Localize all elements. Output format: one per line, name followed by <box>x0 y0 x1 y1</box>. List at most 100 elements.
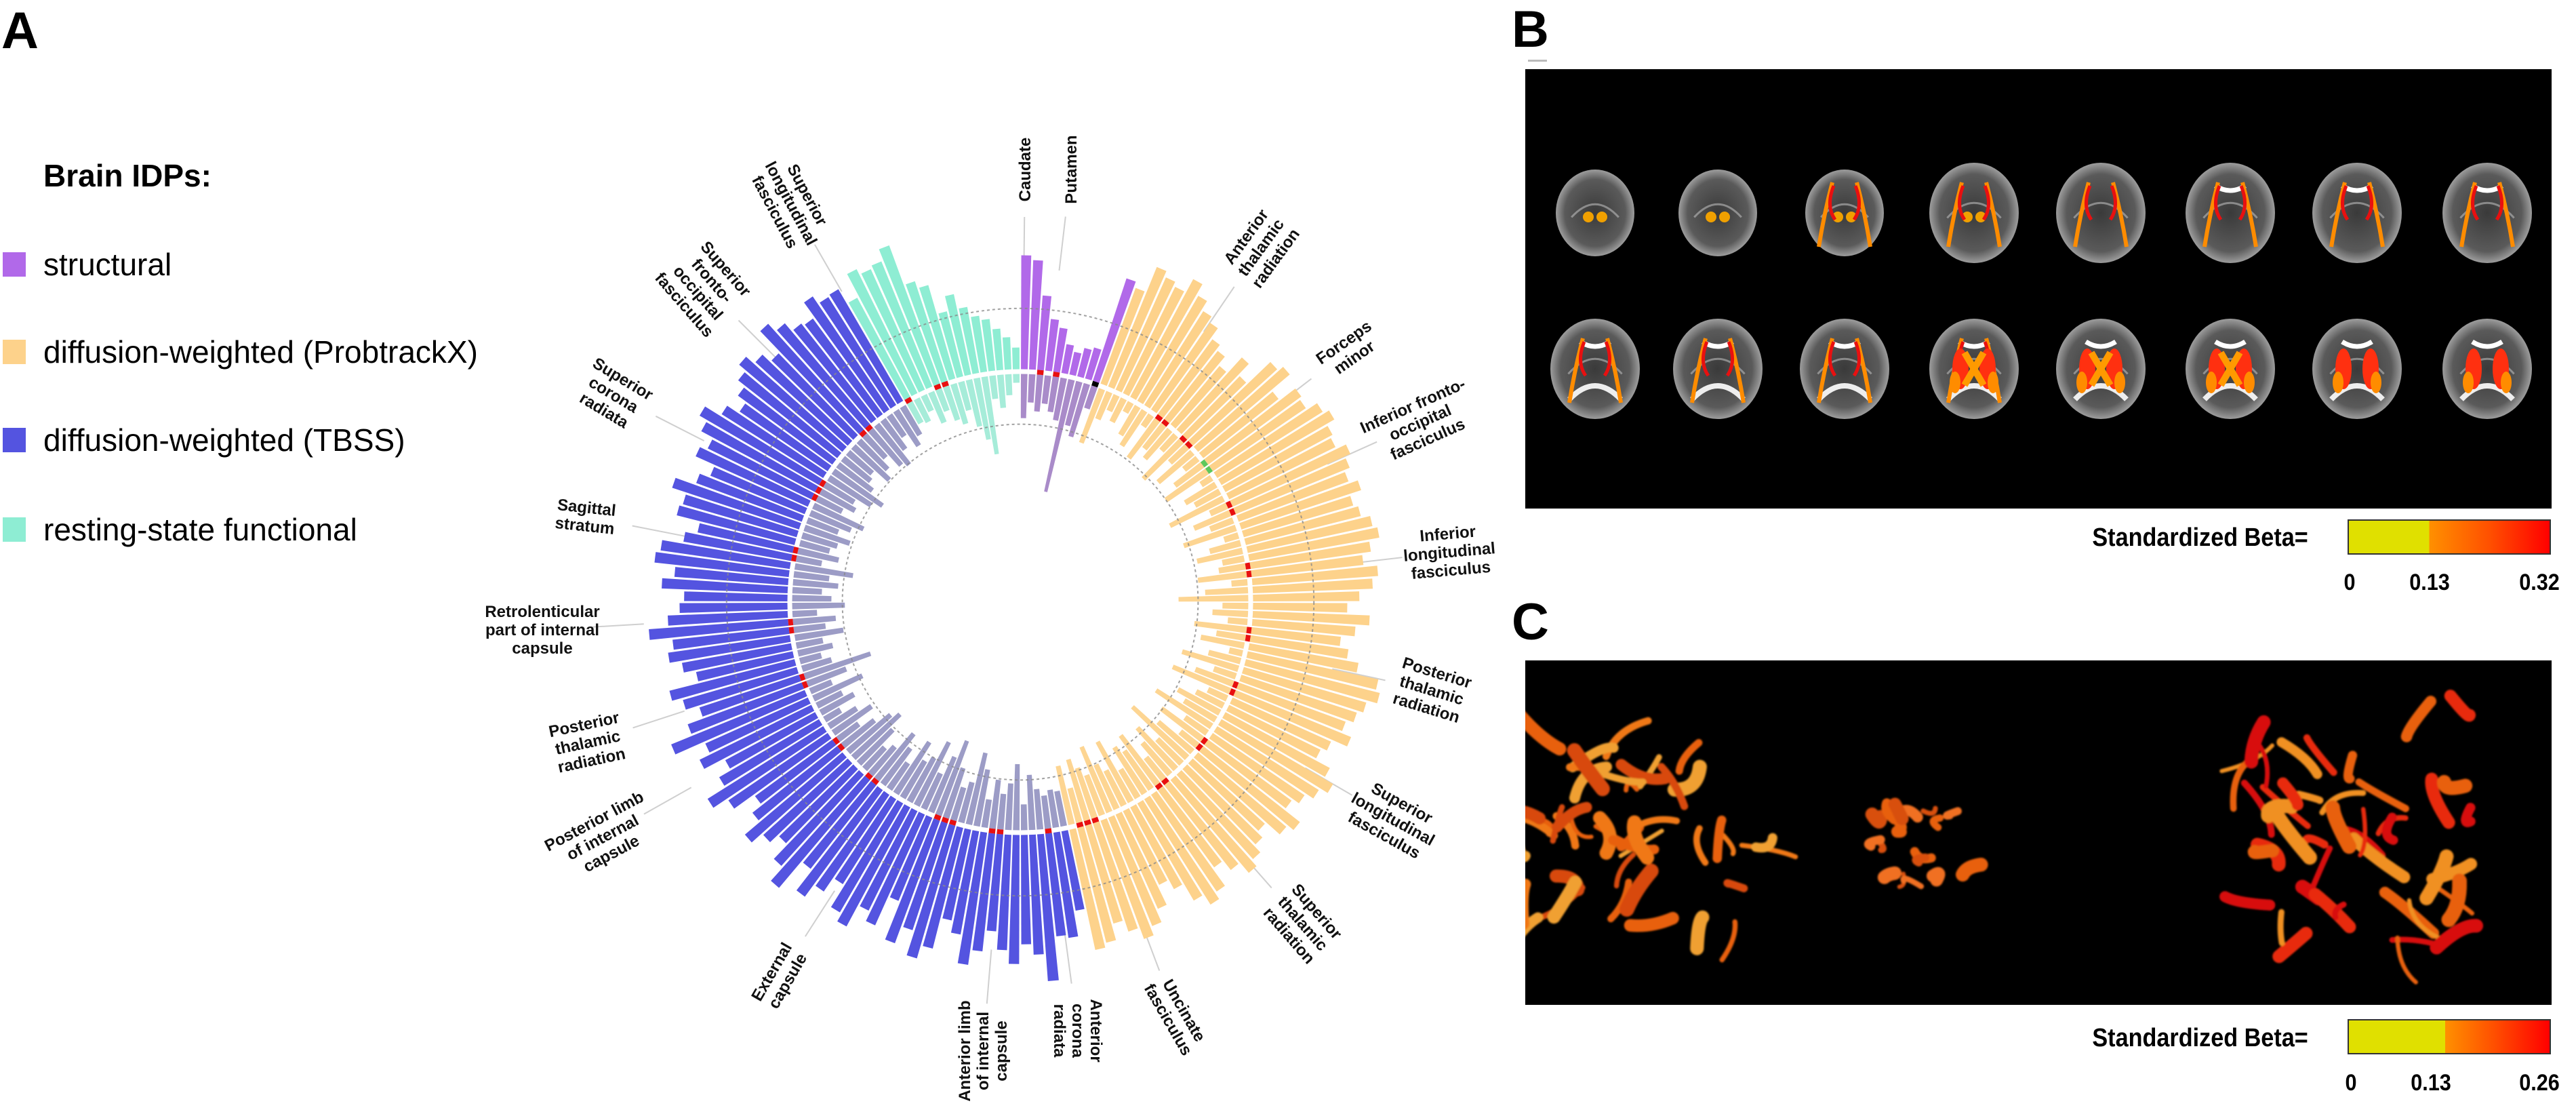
outer-bar <box>1243 658 1380 704</box>
tract-label: Uncinatefasciculus <box>1140 972 1211 1059</box>
inner-bar <box>886 412 907 439</box>
inner-bar <box>796 642 834 657</box>
fiber-tract <box>1929 814 1944 831</box>
outer-bar <box>879 245 941 387</box>
fiber-tract <box>2441 873 2467 928</box>
axial-slices-panel <box>1525 69 2552 509</box>
fiber-tract <box>1593 811 1617 860</box>
inner-bar <box>1207 687 1230 702</box>
outer-bar <box>997 833 1012 951</box>
outer-bar <box>885 817 941 944</box>
significance-marker <box>1245 634 1251 642</box>
inner-bar <box>1140 740 1173 778</box>
tract-label: Putamen <box>1062 135 1081 203</box>
fiber-tract <box>2425 772 2455 829</box>
outer-bar <box>738 387 837 466</box>
outer-bar <box>739 357 848 453</box>
inner-bar <box>1176 687 1222 717</box>
inner-bar <box>791 615 837 626</box>
inner-bar <box>1215 630 1247 641</box>
significance-marker <box>941 816 949 824</box>
inner-bar <box>1228 647 1245 657</box>
inner-bar <box>997 373 1007 408</box>
fiber-tract <box>1877 866 1902 884</box>
inner-bar <box>826 474 873 508</box>
colorbar-tick: 0.26 <box>2519 1070 2560 1096</box>
inner-bar <box>1183 715 1210 736</box>
outer-bar <box>1208 732 1305 803</box>
tract-label: Superiorcoronaradiata <box>571 354 656 435</box>
fiber-tract <box>2430 919 2484 955</box>
fiber-tract <box>2343 751 2358 784</box>
inner-bar <box>1231 578 1249 587</box>
outer-bar <box>738 372 843 459</box>
fiber-tract <box>2355 778 2410 812</box>
inner-bar <box>791 602 845 610</box>
inner-bar <box>1173 461 1205 488</box>
outer-bar <box>771 353 859 441</box>
outer-bar <box>1037 295 1052 372</box>
inner-bar <box>835 721 861 743</box>
inner-bar <box>1184 481 1219 506</box>
outer-bar <box>837 803 911 927</box>
inner-bar <box>886 761 910 792</box>
inner-bar <box>1144 755 1167 782</box>
tract-label-line: Retrolenticular <box>485 603 599 621</box>
significance-marker <box>1228 508 1236 516</box>
significance-marker <box>1228 688 1236 696</box>
inner-bar <box>1212 609 1249 618</box>
outer-bar <box>740 403 832 472</box>
tract-label-line: Caudate <box>1016 138 1034 202</box>
label-leader-line <box>632 525 686 537</box>
tract-label-line: of internal <box>974 1012 992 1090</box>
fiber-tract <box>2277 909 2285 947</box>
significance-marker <box>1225 500 1233 509</box>
outer-bar <box>1203 388 1302 466</box>
fiber-tract <box>1926 867 1946 887</box>
inner-bar <box>1067 787 1083 825</box>
outer-bar <box>889 814 933 901</box>
colorbar-tick: 0 <box>2345 1070 2357 1096</box>
legend-item-structural: structural <box>3 247 172 282</box>
outer-bar <box>1021 255 1032 371</box>
inner-bar <box>1119 734 1161 787</box>
fiber-tract <box>2308 888 2356 934</box>
fiber-tract <box>1525 849 1531 862</box>
significance-marker <box>865 772 873 780</box>
inner-bar <box>1194 689 1226 709</box>
inner-bar <box>861 745 887 772</box>
outer-bar <box>1245 651 1379 690</box>
inner-bar <box>906 400 924 425</box>
significance-marker <box>933 383 942 391</box>
tract-label: Externalcapsule <box>748 940 811 1014</box>
fiber-tract <box>1636 816 1681 829</box>
outer-bar <box>699 704 816 770</box>
panel-label-c: C <box>1512 593 1549 651</box>
outer-bar <box>1108 814 1162 926</box>
inner-bar <box>1164 468 1210 502</box>
outer-bar <box>1225 438 1336 500</box>
outer-bar <box>1092 820 1138 932</box>
significance-marker <box>790 554 797 562</box>
legend-swatch <box>3 252 26 277</box>
inner-bar <box>794 555 822 567</box>
inner-bar <box>791 595 832 602</box>
fiber-tract <box>1618 829 1664 858</box>
inner-bar <box>808 509 852 533</box>
fiber-tract <box>2319 790 2367 816</box>
outer-bar <box>944 294 971 377</box>
fiber-tract <box>1624 911 1679 932</box>
legend-item-resting-state: resting-state functional <box>3 512 357 547</box>
inner-bar <box>1182 455 1201 472</box>
outer-bar <box>701 422 820 493</box>
significance-marker <box>788 627 794 634</box>
outer-bar <box>1129 279 1203 401</box>
inner-bar <box>1155 737 1185 767</box>
fiber-tract <box>1657 763 1689 810</box>
significance-marker <box>1161 777 1169 785</box>
inner-bar <box>1196 547 1245 564</box>
significance-marker <box>832 736 841 745</box>
inner-bar <box>1142 437 1185 481</box>
inner-reference-circle <box>841 423 1199 781</box>
fiber-tract <box>1881 798 1899 825</box>
